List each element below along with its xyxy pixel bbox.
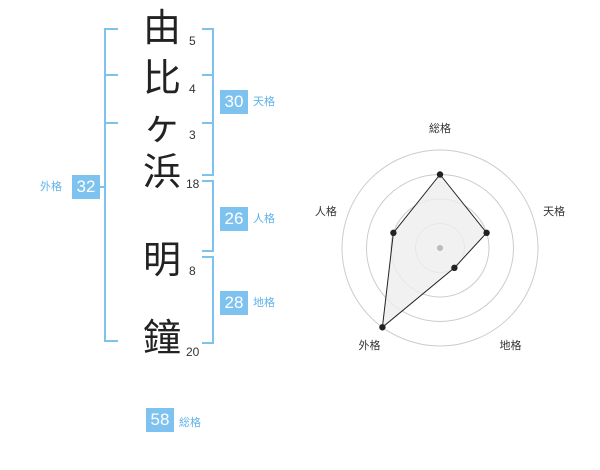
- radar-axis-label-1: 総格: [429, 121, 451, 135]
- tenkaku-value: 30: [220, 90, 248, 114]
- chikaku-label: 地格: [253, 296, 275, 309]
- radar-point-4: [379, 324, 386, 331]
- gaikaku-connector: [98, 186, 106, 188]
- name-char-3: ヶ: [142, 104, 181, 148]
- tenkaku-tick-1: [202, 74, 214, 76]
- name-char-6: 鐘: [142, 316, 181, 360]
- stroke-count-6: 20: [186, 345, 200, 359]
- gaikaku-label: 外格: [40, 180, 62, 193]
- radar-axis-label-5: 人格: [315, 204, 337, 218]
- chikaku-value: 28: [220, 291, 248, 315]
- name-char-1: 由: [142, 6, 181, 50]
- stroke-count-5: 8: [189, 264, 196, 278]
- tenkaku-label: 天格: [253, 95, 275, 108]
- name-char-4: 浜: [142, 150, 181, 194]
- jinkaku-label: 人格: [253, 212, 275, 225]
- tenkaku-tick-2: [202, 122, 214, 124]
- gaikaku-value: 32: [72, 175, 100, 199]
- radar-point-3: [451, 264, 458, 272]
- name-char-5: 明: [142, 238, 181, 282]
- soukaku-value: 58: [146, 408, 174, 432]
- stroke-count-4: 18: [186, 177, 200, 191]
- stroke-count-2: 4: [189, 82, 196, 96]
- radar-series-area: [381, 173, 488, 329]
- stroke-count-3: 3: [189, 128, 196, 142]
- chikaku-bracket: [202, 256, 214, 344]
- gaikaku-tick-2: [104, 122, 118, 124]
- radar-center-dot: [437, 245, 443, 251]
- radar-axis-label-3: 地格: [500, 338, 522, 352]
- gaikaku-tick-1: [104, 74, 118, 76]
- radar-point-1: [436, 171, 444, 178]
- radar-point-2: [483, 229, 490, 237]
- gaikaku-bracket: [104, 28, 118, 342]
- stroke-count-1: 5: [189, 34, 196, 48]
- radar-axis-label-2: 天格: [543, 204, 565, 218]
- tenkaku-bracket: [202, 28, 214, 176]
- radar-axis-label-4: 外格: [358, 338, 380, 352]
- radar-point-5: [390, 229, 397, 237]
- jinkaku-bracket: [202, 180, 214, 252]
- soukaku-label: 総格: [179, 416, 201, 429]
- jinkaku-value: 26: [220, 207, 248, 231]
- radar-ring-4: [341, 149, 539, 347]
- name-char-2: 比: [142, 56, 181, 100]
